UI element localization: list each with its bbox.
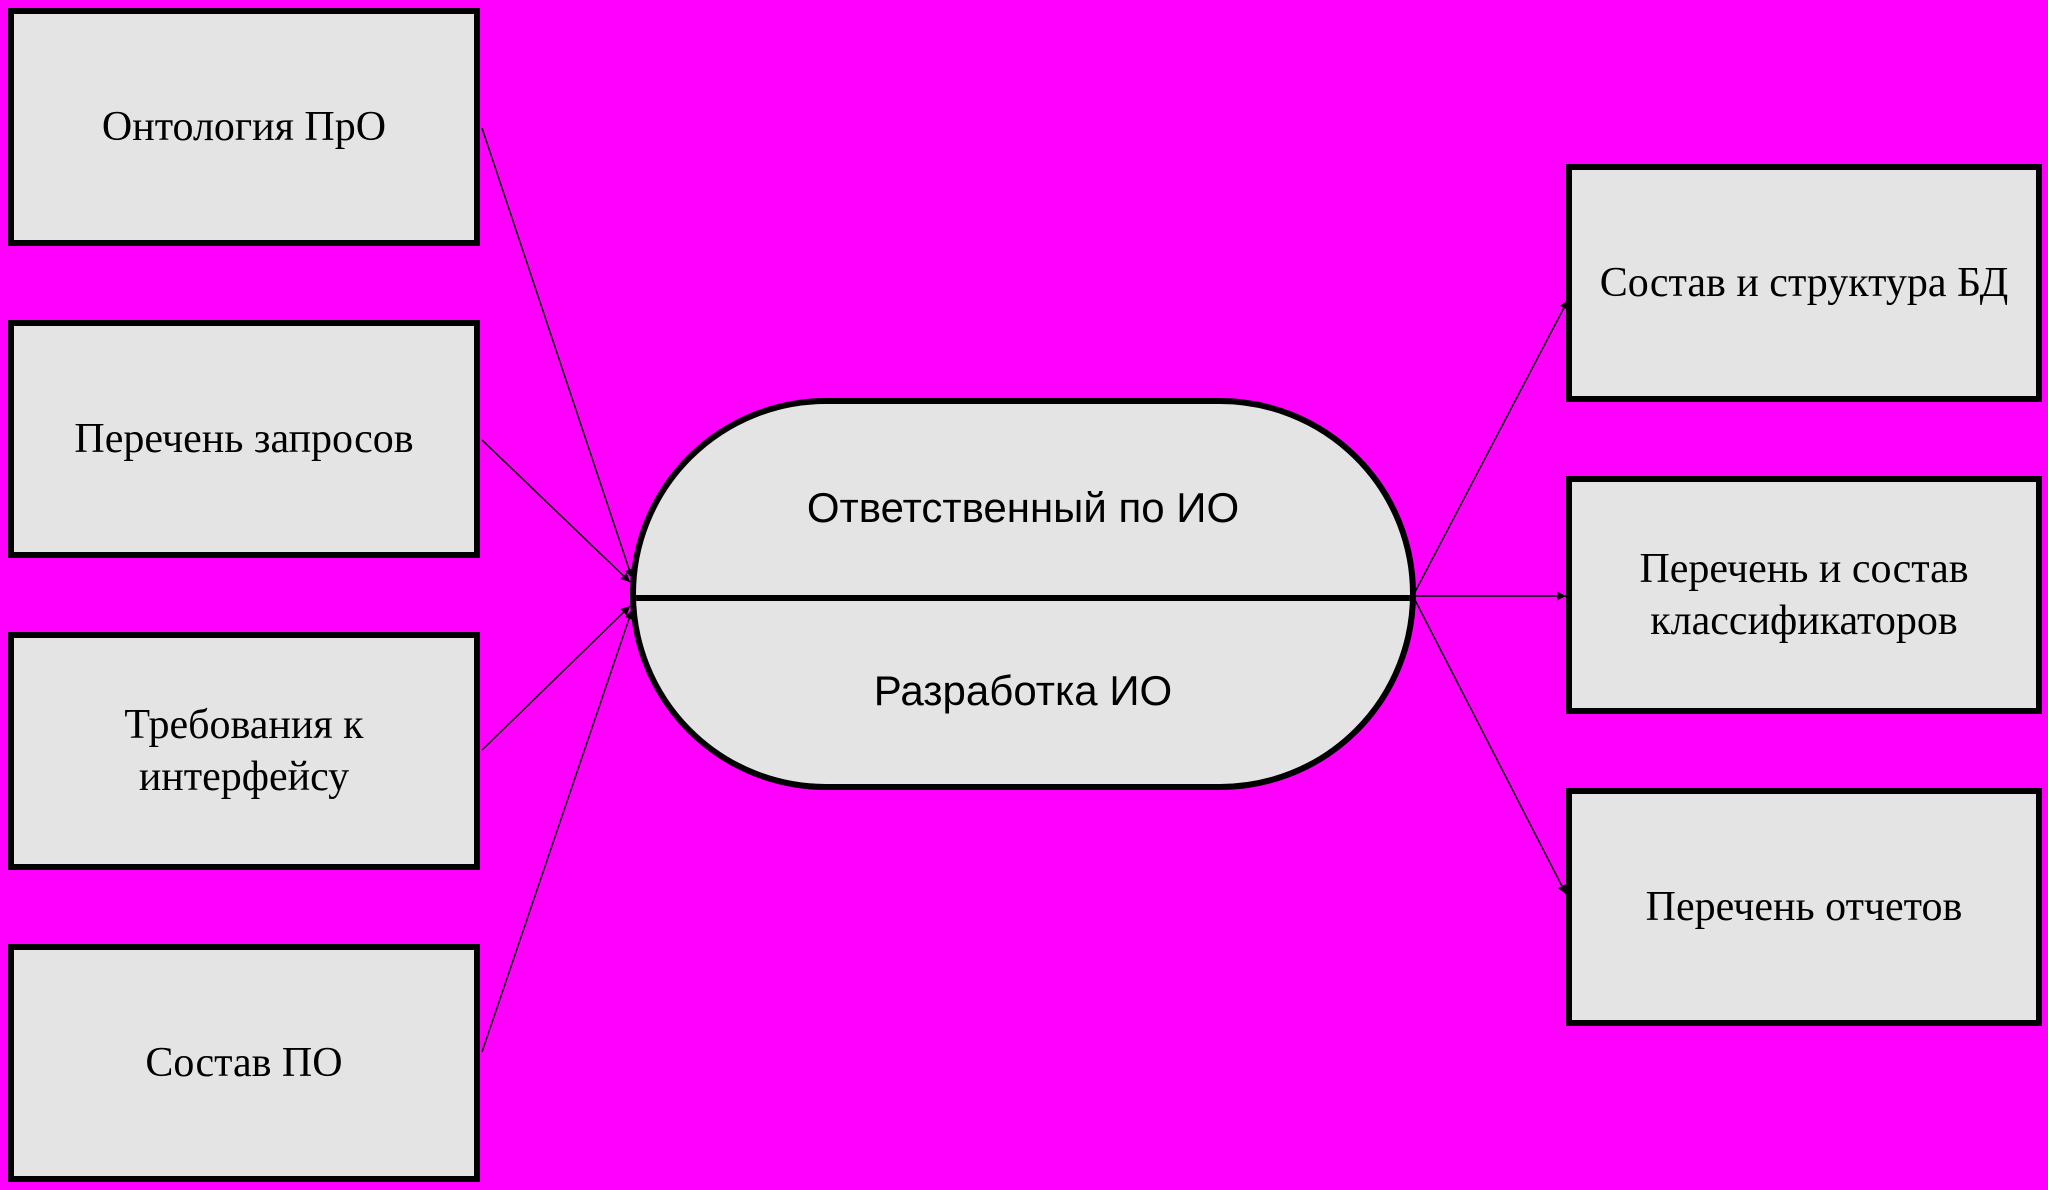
output-label: Перечень отчетов <box>1645 884 1963 930</box>
arrow-process-to-reports <box>1413 597 1567 895</box>
arrow-process-to-db <box>1413 299 1569 595</box>
arrow-queries-to-process <box>481 439 631 583</box>
input-label: Требования к интерфейсу <box>124 702 364 800</box>
input-label: Состав ПО <box>145 1040 343 1086</box>
input-label: Онтология ПрО <box>101 104 387 150</box>
process-role: Ответственный по ИО <box>636 438 1410 578</box>
output-box-db: Состав и структура БД <box>1566 164 2042 402</box>
process-name: Разработка ИО <box>636 601 1410 781</box>
arrow-software-to-process <box>481 609 634 1053</box>
process-divider <box>636 595 1410 601</box>
output-label: Состав и структура БД <box>1599 260 2009 306</box>
input-box-ontology: Онтология ПрО <box>8 8 480 246</box>
process-name-label: Разработка ИО <box>873 667 1173 714</box>
arrow-ontology-to-process <box>481 127 634 579</box>
process-role-label: Ответственный по ИО <box>806 484 1240 531</box>
input-box-software: Состав ПО <box>8 944 480 1182</box>
arrow-interface-to-process <box>481 605 631 751</box>
input-box-interface: Требования к интерфейсу <box>8 632 480 870</box>
output-box-classifiers: Перечень и состав классификаторов <box>1566 476 2042 714</box>
input-box-queries: Перечень запросов <box>8 320 480 558</box>
input-label: Перечень запросов <box>74 416 414 462</box>
output-label: Перечень и состав классификаторов <box>1639 546 1969 644</box>
output-box-reports: Перечень отчетов <box>1566 788 2042 1026</box>
process-node: Ответственный по ИО Разработка ИО <box>630 398 1416 790</box>
